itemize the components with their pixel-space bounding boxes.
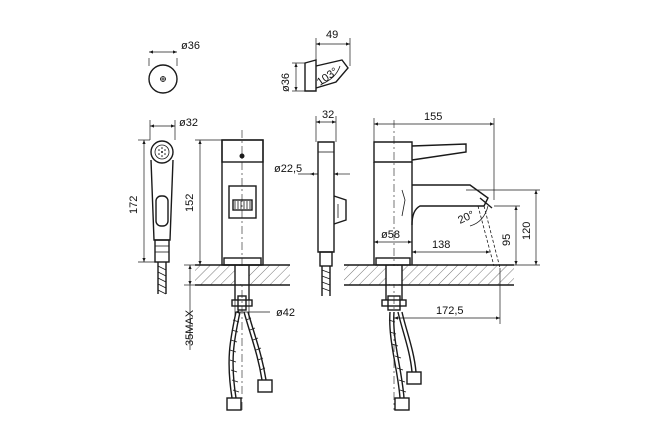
flex-hose-left xyxy=(228,311,241,399)
mixer-front-view: 152 35MAX ø42 xyxy=(184,130,295,411)
top-view: ø36 xyxy=(148,40,200,94)
hose-nut-right xyxy=(257,379,273,393)
lever-base xyxy=(304,59,317,92)
hand-shower: ø32 172 xyxy=(128,117,198,295)
countertop-hatch-2 xyxy=(344,265,514,285)
handshower-dia-label: ø32 xyxy=(179,117,198,129)
top-view-circle xyxy=(148,64,178,94)
top-dia-label: ø36 xyxy=(181,40,200,52)
side-body xyxy=(373,162,413,265)
shower-trigger xyxy=(155,195,169,227)
hose-connector-view: 32 ø22,5 xyxy=(274,109,350,296)
floor-thickness-label: 35MAX xyxy=(184,309,196,346)
side-base xyxy=(375,257,411,266)
total-height-label: 120 xyxy=(521,222,533,240)
flex-hose-right xyxy=(243,311,267,381)
side-nut-1 xyxy=(394,397,410,411)
side-lever xyxy=(411,143,467,161)
mixer-side-view: 155 ø58 138 20° 95 120 xyxy=(344,111,540,411)
shower-head xyxy=(150,140,174,164)
handshower-height-label: 172 xyxy=(128,196,140,214)
mixer-outlet xyxy=(228,185,257,219)
lever-dia-label: ø36 xyxy=(280,73,292,92)
side-hose-2 xyxy=(397,311,417,373)
mixer-body xyxy=(221,139,264,266)
shower-handle xyxy=(150,159,174,241)
spout-angle-label: 20° xyxy=(456,209,476,227)
base-dia-label: ø42 xyxy=(276,307,295,319)
lever-handle xyxy=(315,59,349,89)
hose-width-label: 32 xyxy=(322,109,334,121)
total-reach-label: 172,5 xyxy=(436,305,464,317)
mixer-base xyxy=(223,257,262,266)
mixer-length-label: 155 xyxy=(424,111,442,123)
side-body-top xyxy=(373,141,413,163)
side-spout xyxy=(411,184,489,226)
body-height-label: 152 xyxy=(184,194,196,212)
spout-height-label: 95 xyxy=(501,234,513,246)
lever-height-label: 49 xyxy=(326,29,338,41)
hose-dia-label: ø22,5 xyxy=(274,163,302,175)
hose-holder xyxy=(317,141,335,253)
holder-bracket xyxy=(333,195,347,225)
spout-reach-label: 138 xyxy=(432,239,450,251)
side-base-dia-label: ø58 xyxy=(381,229,400,241)
shower-connector xyxy=(154,239,170,263)
lever-angle-view: 49 ø36 103° xyxy=(280,29,351,92)
hose-nut-left xyxy=(226,397,242,411)
side-nut-2 xyxy=(406,371,422,385)
